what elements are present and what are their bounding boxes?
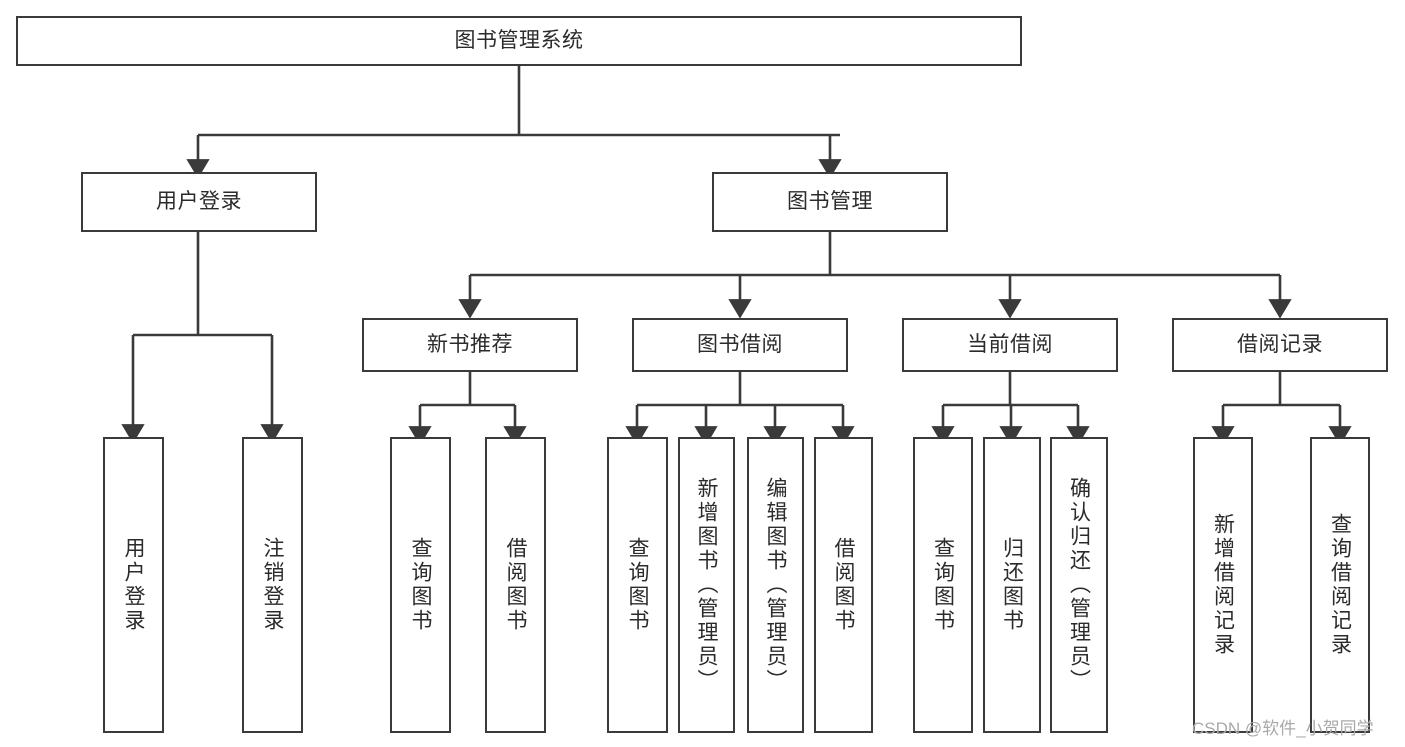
node-label-leaf-query-borrow-record: 查询借阅记录 — [1328, 513, 1352, 657]
node-root-system[interactable]: 图书管理系统 — [16, 16, 1022, 66]
node-borrow-record[interactable]: 借阅记录 — [1172, 318, 1388, 372]
node-leaf-borrow-book-1[interactable]: 借阅图书 — [485, 437, 546, 733]
node-label-user-login: 用户登录 — [156, 189, 242, 213]
node-leaf-add-borrow-record[interactable]: 新增借阅记录 — [1193, 437, 1253, 733]
node-label-leaf-query-book-3: 查询图书 — [931, 537, 955, 633]
node-label-leaf-borrow-book-1: 借阅图书 — [504, 537, 527, 633]
node-label-leaf-user-login: 用户登录 — [122, 537, 145, 633]
node-label-leaf-borrow-book-2: 借阅图书 — [832, 537, 855, 633]
node-leaf-user-login[interactable]: 用户登录 — [103, 437, 164, 733]
node-leaf-query-book-1[interactable]: 查询图书 — [390, 437, 451, 733]
node-new-book-recommend[interactable]: 新书推荐 — [362, 318, 578, 372]
node-leaf-query-borrow-record[interactable]: 查询借阅记录 — [1310, 437, 1370, 733]
node-user-login[interactable]: 用户登录 — [81, 172, 317, 232]
node-leaf-borrow-book-2[interactable]: 借阅图书 — [814, 437, 873, 733]
node-label-leaf-return-book: 归还图书 — [1000, 537, 1024, 633]
node-label-new-book-recommend: 新书推荐 — [427, 332, 513, 356]
node-label-leaf-add-book-admin: 新增图书（管理员） — [695, 477, 718, 693]
node-label-leaf-logout-login: 注销登录 — [261, 537, 284, 633]
node-book-management[interactable]: 图书管理 — [712, 172, 948, 232]
node-current-borrow[interactable]: 当前借阅 — [902, 318, 1118, 372]
node-label-leaf-edit-book-admin: 编辑图书（管理员） — [764, 477, 787, 693]
node-label-root: 图书管理系统 — [454, 28, 584, 52]
node-leaf-logout-login[interactable]: 注销登录 — [242, 437, 303, 733]
node-label-leaf-add-borrow-record: 新增借阅记录 — [1211, 513, 1235, 657]
node-book-borrow[interactable]: 图书借阅 — [632, 318, 848, 372]
node-label-book-management: 图书管理 — [787, 189, 873, 213]
node-leaf-confirm-return-admin[interactable]: 确认归还（管理员） — [1050, 437, 1108, 733]
node-leaf-return-book[interactable]: 归还图书 — [983, 437, 1041, 733]
node-leaf-query-book-2[interactable]: 查询图书 — [607, 437, 668, 733]
node-leaf-query-book-3[interactable]: 查询图书 — [913, 437, 973, 733]
node-leaf-edit-book-admin[interactable]: 编辑图书（管理员） — [747, 437, 804, 733]
node-label-book-borrow: 图书借阅 — [697, 332, 783, 356]
node-label-borrow-record: 借阅记录 — [1237, 332, 1323, 356]
node-label-leaf-query-book-2: 查询图书 — [626, 537, 649, 633]
node-label-leaf-confirm-return-admin: 确认归还（管理员） — [1067, 477, 1091, 693]
node-label-current-borrow: 当前借阅 — [967, 332, 1053, 356]
node-label-leaf-query-book-1: 查询图书 — [409, 537, 432, 633]
node-leaf-add-book-admin[interactable]: 新增图书（管理员） — [678, 437, 735, 733]
